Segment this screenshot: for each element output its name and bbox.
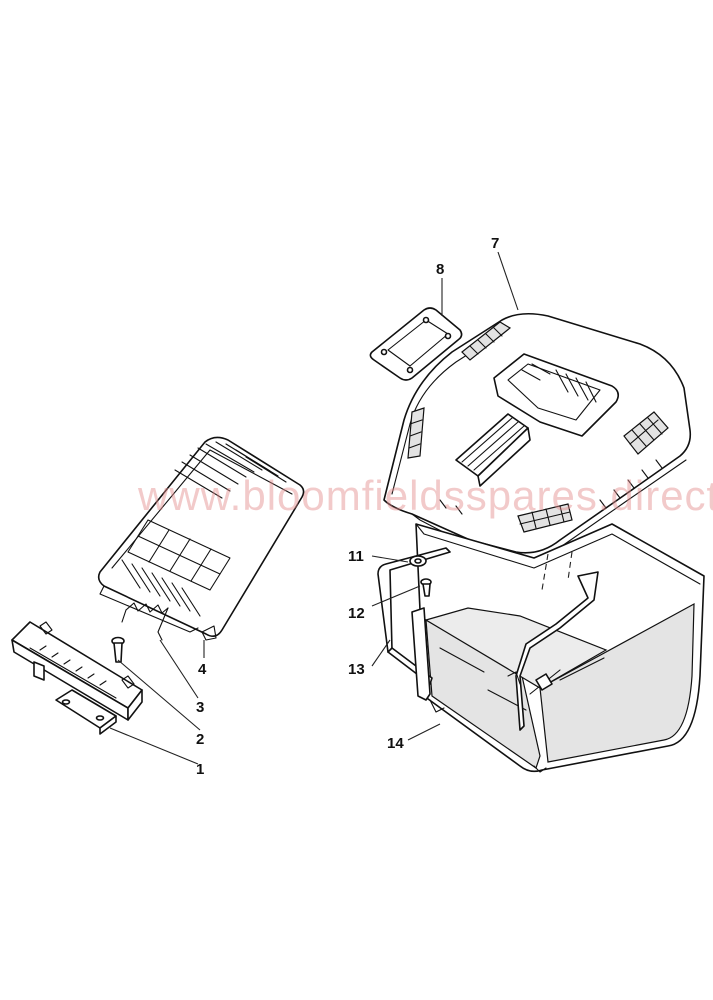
callout-11: 11 <box>348 548 364 565</box>
part-12-screw <box>420 578 432 597</box>
callout-12: 12 <box>348 605 365 622</box>
part-11-washer <box>409 555 427 567</box>
callout-13: 13 <box>348 661 365 678</box>
part-1-hinge-bracket <box>11 621 143 735</box>
callouts: 1 2 3 4 7 8 11 12 13 14 <box>196 235 499 778</box>
assembly-lines <box>541 551 573 591</box>
callout-3: 3 <box>196 699 204 716</box>
flap-ribs <box>174 441 287 499</box>
cover-vents-left <box>407 321 512 459</box>
callout-1: 1 <box>196 761 204 778</box>
callout-7: 7 <box>491 235 499 252</box>
cover-vents-right <box>517 411 669 533</box>
part-2-screw <box>111 636 125 663</box>
part-14-grass-bag <box>415 523 705 773</box>
leader-lines <box>109 251 519 765</box>
part-13-bag-frame <box>377 547 599 731</box>
flap-grid <box>127 519 231 591</box>
watermark: www.bloomfieldsspares.direct <box>137 472 713 519</box>
part-3-spring <box>121 602 169 641</box>
part-4-flap-cover <box>97 436 305 641</box>
flap-lower-ribs <box>121 559 201 617</box>
callout-2: 2 <box>196 731 204 748</box>
callout-14: 14 <box>387 735 404 752</box>
callout-4: 4 <box>198 661 207 678</box>
callout-8: 8 <box>436 261 444 278</box>
part-8-cover-plate <box>369 307 463 381</box>
part-7-top-cover <box>383 312 692 560</box>
cover-handle-recess <box>455 353 620 487</box>
cover-edge-ribs <box>439 459 663 515</box>
